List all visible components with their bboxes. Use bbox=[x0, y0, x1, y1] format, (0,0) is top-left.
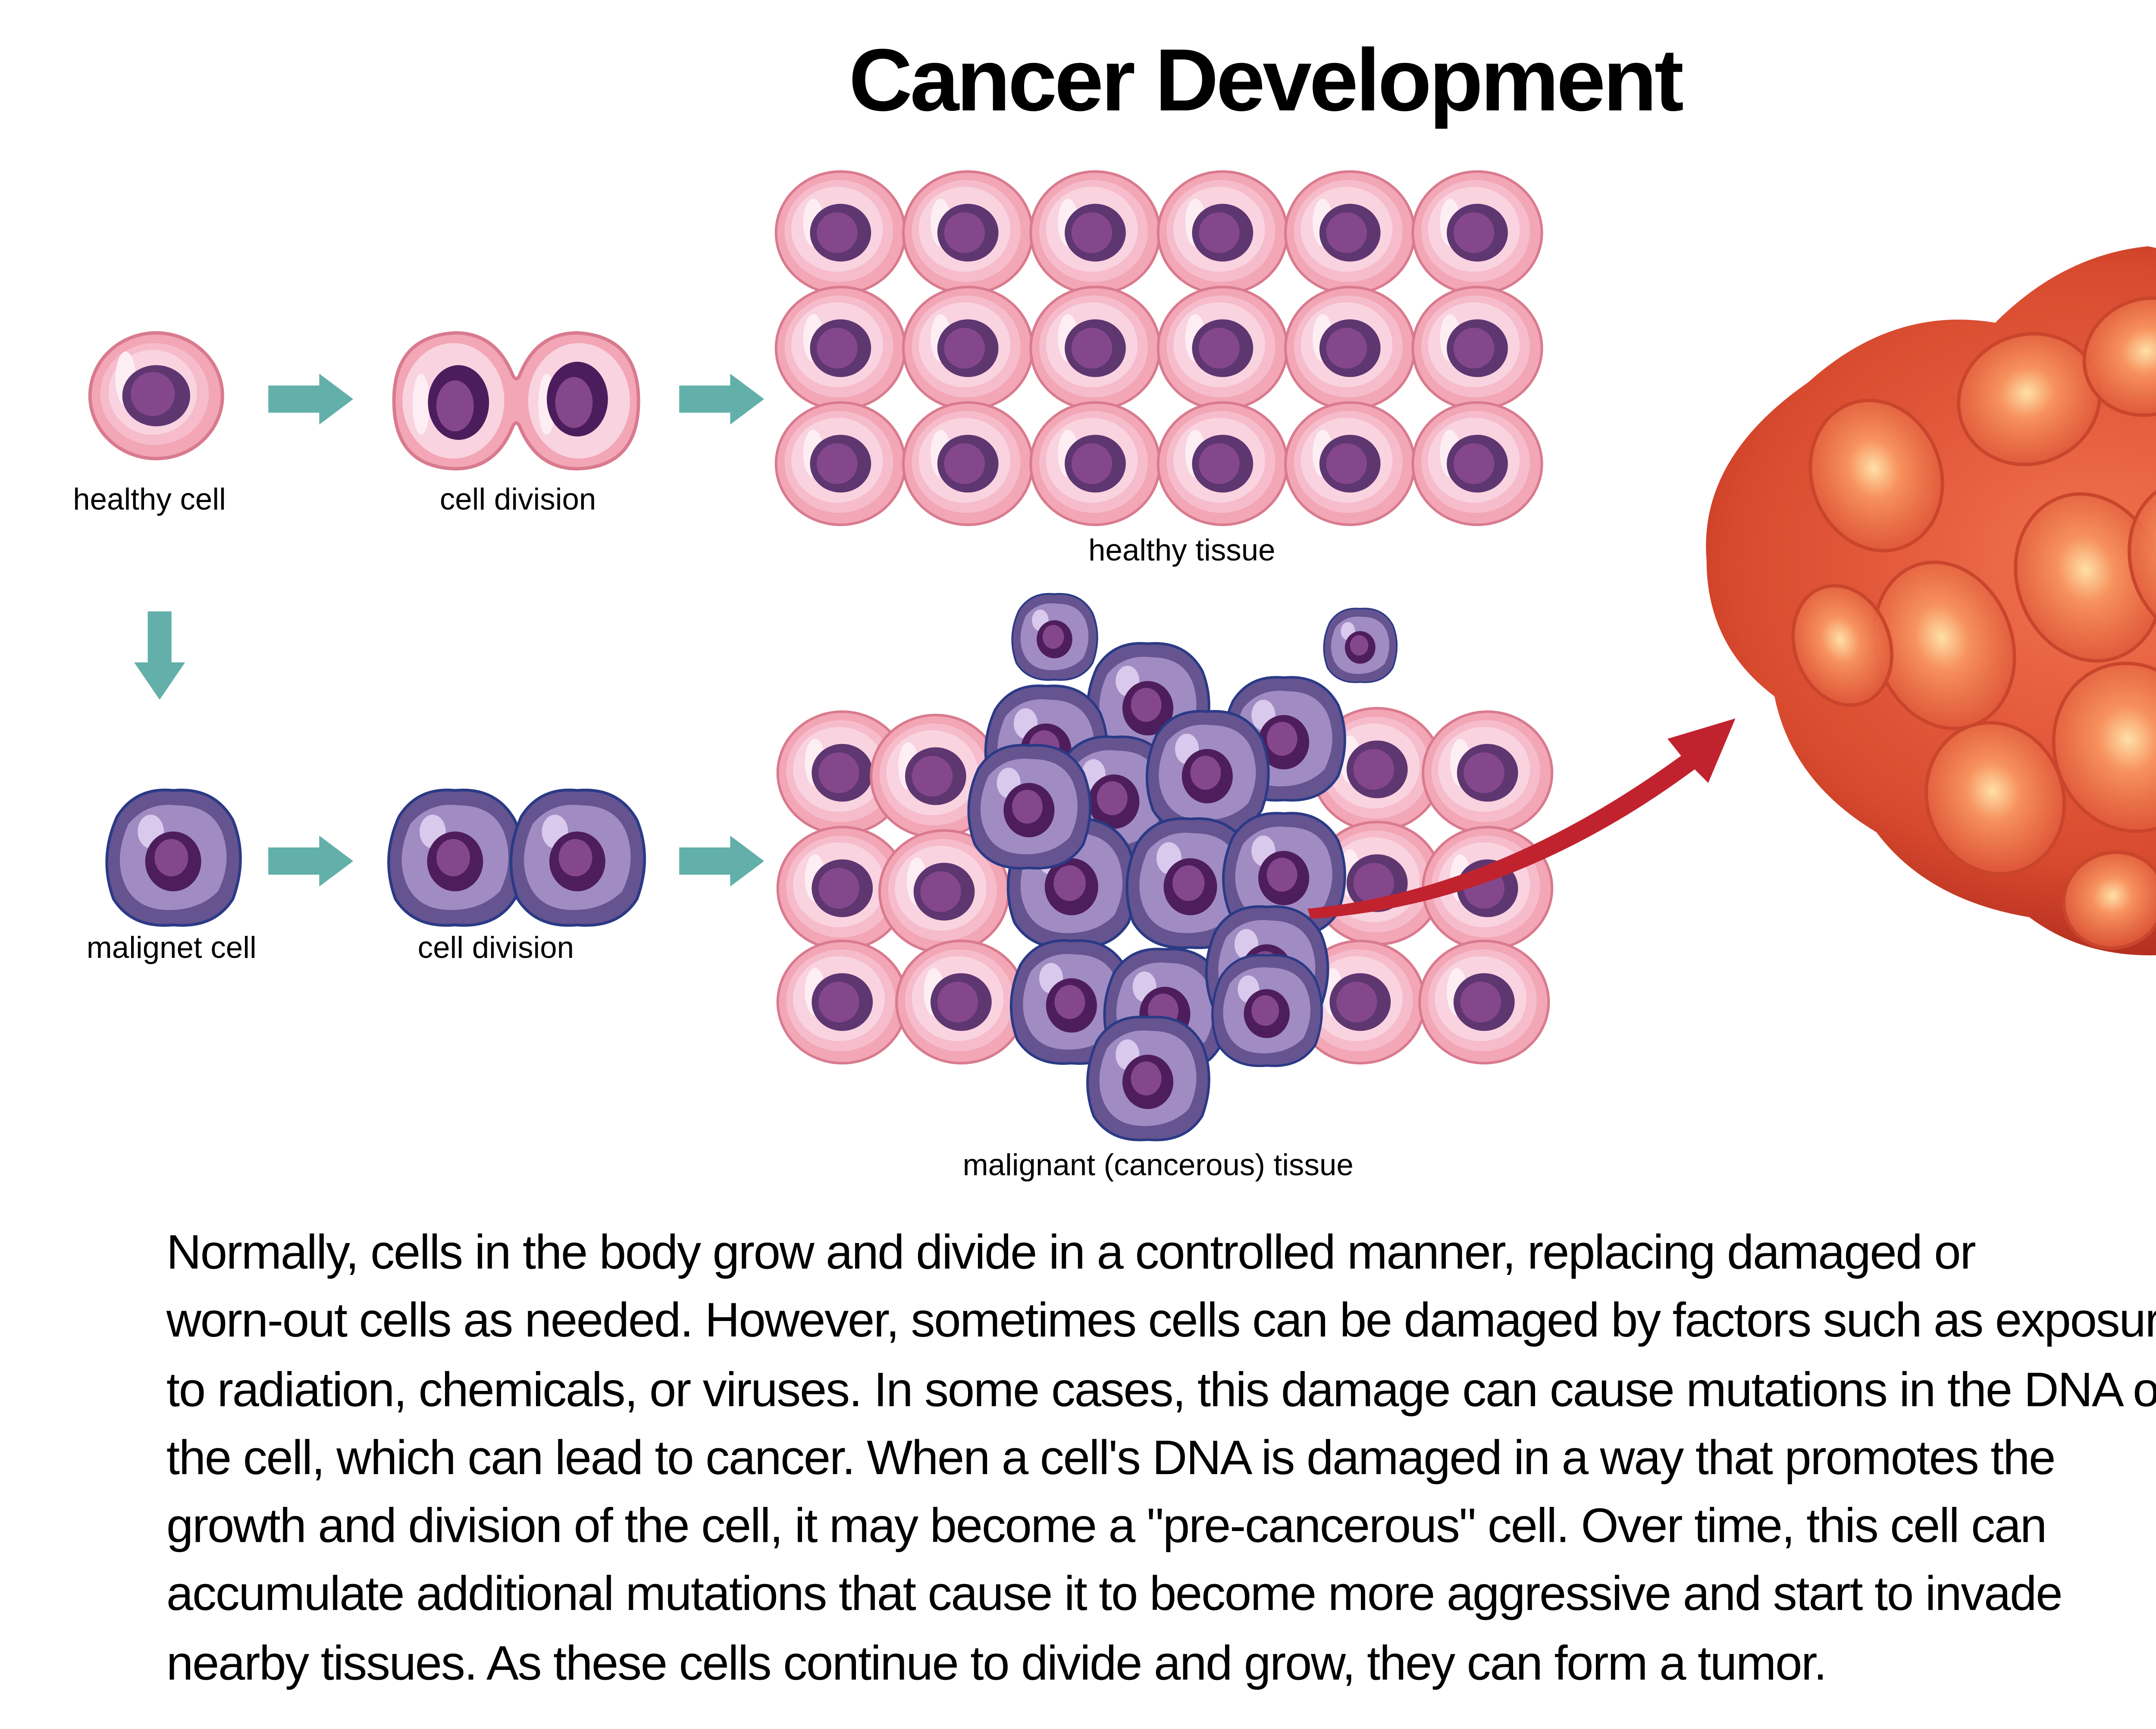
tumor-icon bbox=[1706, 246, 2156, 956]
healthy-tissue-icon bbox=[774, 170, 1555, 535]
malignant-division-label: cell division bbox=[417, 931, 574, 965]
description-line: nearby tissues. As these cells continue … bbox=[166, 1637, 1827, 1691]
description-line: accumulate additional mutations that cau… bbox=[166, 1568, 2063, 1623]
healthy-division-label: cell division bbox=[439, 482, 596, 517]
healthy-cell-label: healthy cell bbox=[73, 482, 226, 517]
description-line: the cell, which can lead to cancer. When… bbox=[166, 1431, 2056, 1486]
malignant-division-icon bbox=[387, 784, 652, 931]
malignant-cell-icon bbox=[102, 784, 244, 931]
description-line: to radiation, chemicals, or viruses. In … bbox=[166, 1363, 2156, 1418]
description-line: Normally, cells in the body grow and div… bbox=[166, 1226, 1976, 1281]
teal-arrow-right-icon bbox=[679, 835, 765, 887]
healthy-tissue-label: healthy tissue bbox=[1088, 533, 1275, 568]
page-title: Cancer Development bbox=[849, 32, 1684, 131]
teal-arrow-right-icon bbox=[268, 373, 354, 425]
red-curved-arrow-icon bbox=[1307, 718, 1736, 919]
teal-arrow-right-icon bbox=[268, 835, 354, 887]
teal-arrow-right-icon bbox=[679, 373, 765, 425]
teal-arrow-down-icon bbox=[134, 611, 185, 700]
malignant-tissue-label: malignant (cancerous) tissue bbox=[962, 1148, 1354, 1182]
healthy-division-icon bbox=[392, 331, 640, 471]
description-line: growth and division of the cell, it may … bbox=[166, 1500, 2047, 1555]
description-line: worn-out cells as needed. However, somet… bbox=[166, 1294, 2156, 1349]
description-paragraph: Normally, cells in the body grow and div… bbox=[166, 1219, 2156, 1698]
healthy-cell-icon bbox=[88, 331, 224, 461]
malignant-cell-label: malignet cell bbox=[86, 931, 257, 965]
